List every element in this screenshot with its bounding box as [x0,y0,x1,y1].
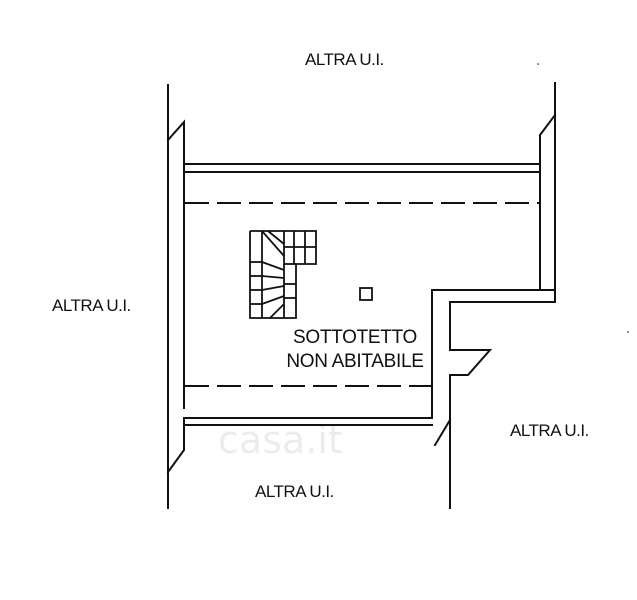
left-wall-top-jog [166,119,185,409]
stray-dot [627,331,629,333]
stray-dot [537,63,539,65]
watermark: casa.it [218,418,343,462]
room-label-line2: NON ABITABILE [286,351,424,372]
right-wall-jog [539,113,557,291]
staircase [249,230,317,319]
room-label-line1: SOTTOTETTO [292,327,418,348]
room-label: SOTTOTETTO NON ABITABILE [268,326,442,374]
label-right: ALTRA U.I. [510,421,589,440]
notch-inner [449,291,556,509]
notch-jog [433,418,452,447]
label-bottom: ALTRA U.I. [255,482,334,501]
notch-outer [431,289,541,419]
left-wall-bottom-jog [166,419,185,474]
label-left: ALTRA U.I. [52,296,131,315]
small-square-marker [359,287,373,301]
label-top: ALTRA U.I. [305,50,384,69]
